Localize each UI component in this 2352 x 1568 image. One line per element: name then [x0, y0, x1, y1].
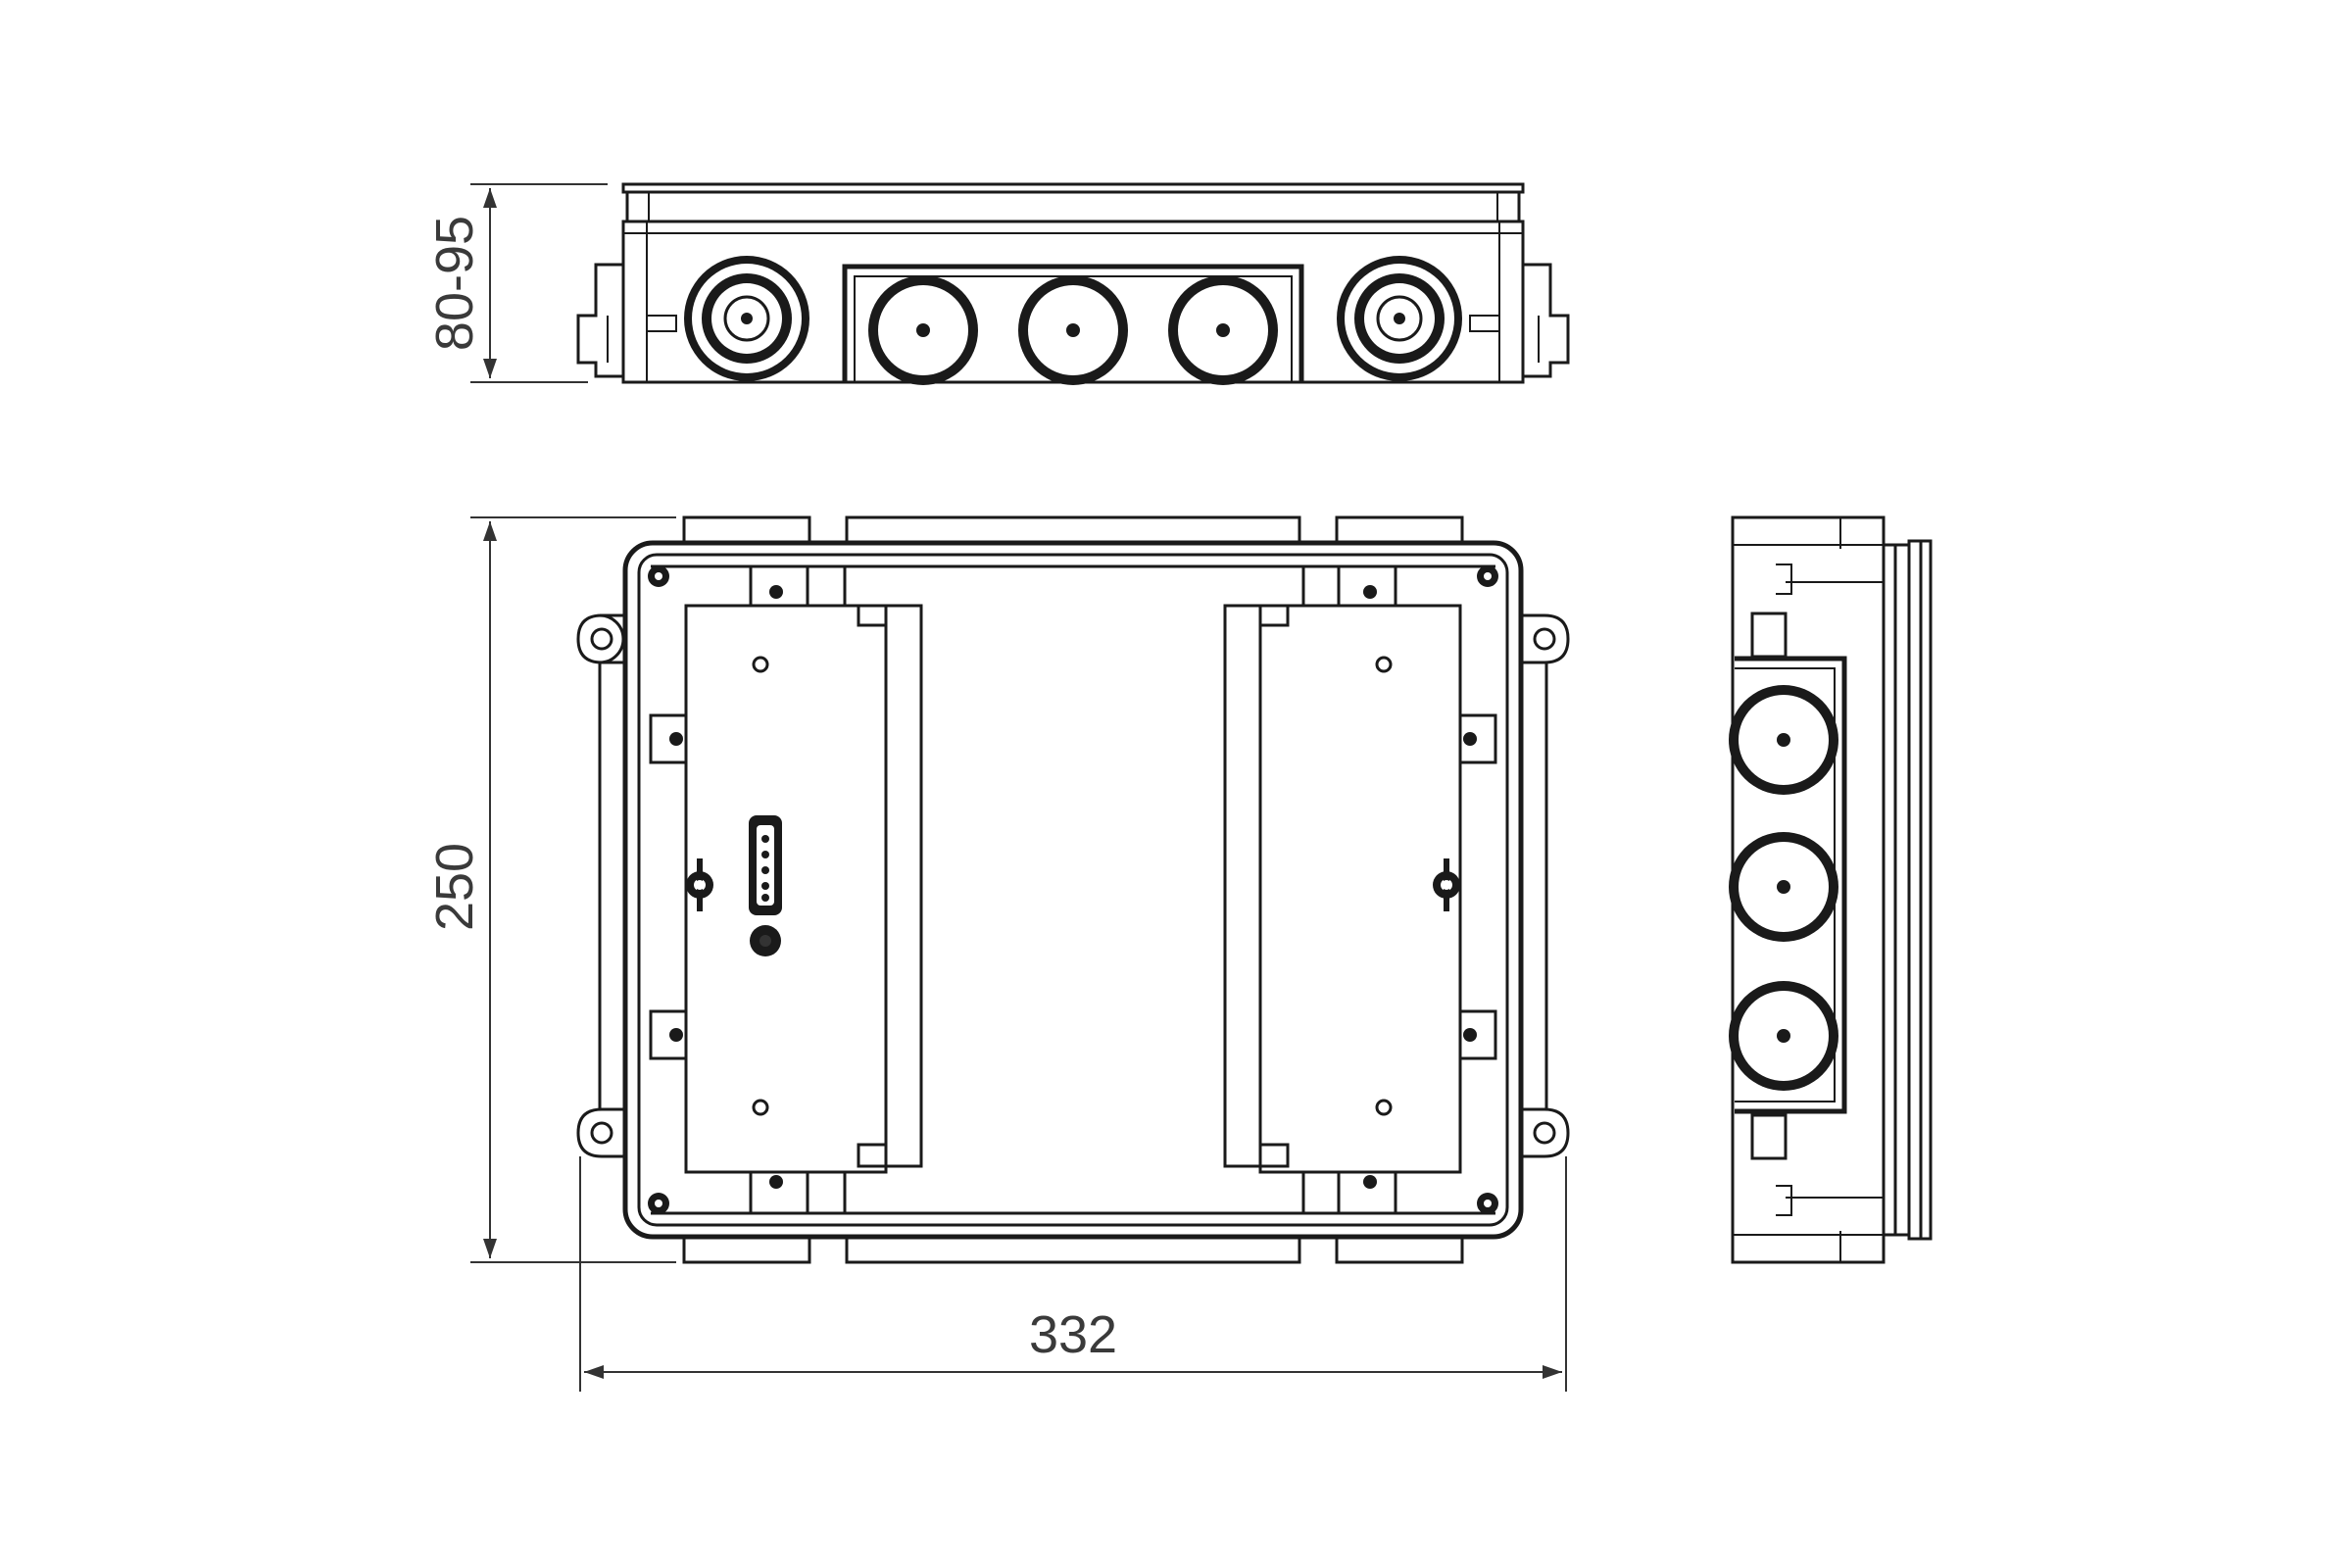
- knockout-left: [684, 256, 809, 381]
- knockout-center-2: [1018, 275, 1128, 385]
- channel-right: [1223, 604, 1290, 1168]
- front-view: [470, 182, 1570, 385]
- knockout-center-3: [1168, 275, 1278, 385]
- knockout-right: [1337, 256, 1462, 381]
- box-outer-wall: [622, 540, 1524, 1240]
- knockout-center-1: [868, 275, 978, 385]
- channel-left: [857, 604, 923, 1168]
- mounting-ear-bottom-right: [1519, 1107, 1570, 1158]
- terminal-block: [749, 815, 782, 956]
- side-view: [1729, 515, 1933, 1264]
- module-plate-right: [1258, 604, 1462, 1174]
- height-dimension-label: 80-95: [425, 216, 484, 351]
- depth-dimension-label: 250: [425, 843, 484, 931]
- width-dimension-label: 332: [1029, 1305, 1117, 1364]
- mounting-ear-top-right: [1519, 613, 1570, 664]
- side-knockout-1: [1729, 685, 1838, 795]
- plan-view: [470, 515, 1570, 1392]
- side-knockout-3: [1729, 981, 1838, 1091]
- mounting-ear-top-left: [576, 613, 627, 664]
- module-plate-left: [684, 604, 888, 1174]
- mounting-ear-bottom-left: [576, 1107, 627, 1158]
- side-knockout-2: [1729, 832, 1838, 942]
